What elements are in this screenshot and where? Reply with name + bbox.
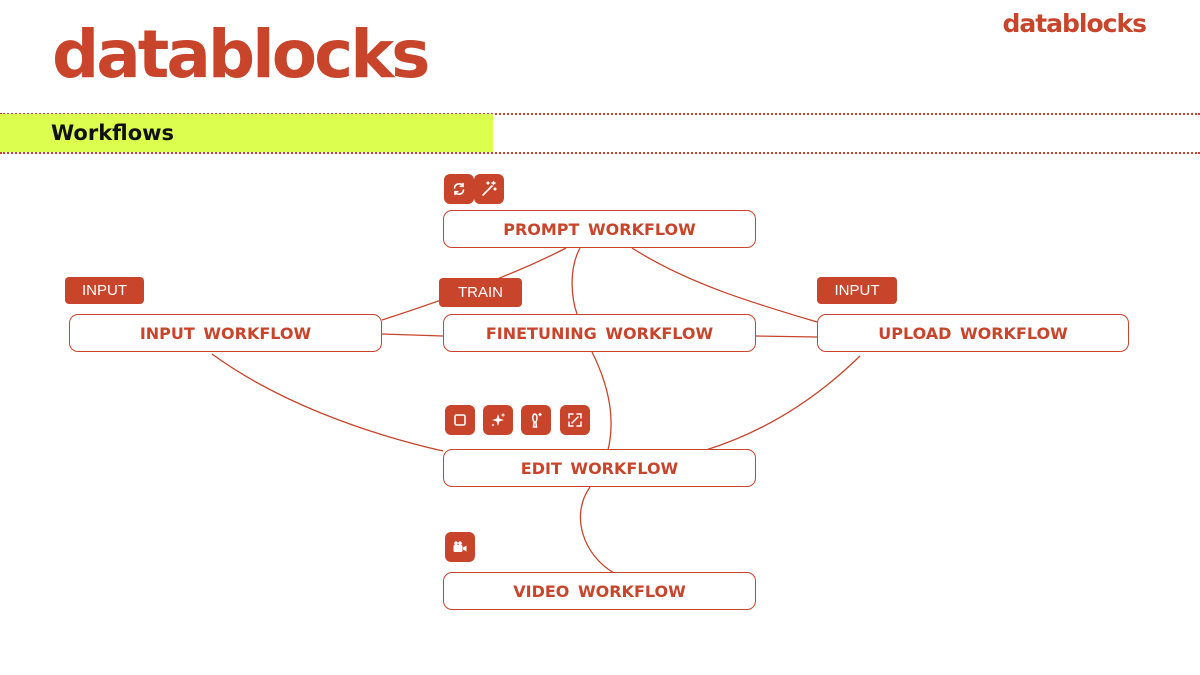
video-workflow-label: VIDEO WORKFLOW [513,581,686,601]
edge-input-edit [211,353,444,452]
input-tag-right: INPUT [817,277,897,304]
prompt-workflow-node[interactable]: PROMPT WORKFLOW [443,210,756,248]
edge-prompt-upload [631,247,818,323]
edge-finetuning-edit [591,351,612,451]
edit-workflow-label: EDIT WORKFLOW [520,458,679,478]
prompt-workflow-label: PROMPT WORKFLOW [503,219,696,239]
sparkles-icon[interactable] [483,405,513,435]
section-title: Workflows [51,121,175,145]
edge-finetuning-upload [755,335,818,338]
edit-workflow-node[interactable]: EDIT WORKFLOW [443,449,756,487]
input-workflow-node[interactable]: INPUT WORKFLOW [69,314,382,352]
input-tag-left: INPUT [65,277,144,304]
logo-small: datablocks [1002,9,1147,38]
section-banner [0,114,493,152]
video-workflow-node[interactable]: VIDEO WORKFLOW [443,572,756,610]
expand-icon[interactable] [560,405,590,435]
upload-workflow-label: UPLOAD WORKFLOW [878,323,1068,343]
dotted-divider-top [0,113,1200,115]
edge-input-finetuning [381,333,444,337]
magic-wand-icon[interactable] [474,174,504,204]
edge-prompt-finetuning [571,247,581,315]
edge-edit-video [579,486,615,574]
refresh-icon[interactable] [444,174,474,204]
finetuning-workflow-node[interactable]: FINETUNING WORKFLOW [443,314,756,352]
logo-large: datablocks [52,16,430,93]
finetuning-workflow-label: FINETUNING WORKFLOW [485,323,714,343]
video-camera-icon[interactable] [445,532,475,562]
brush-icon[interactable] [521,405,551,435]
upload-workflow-node[interactable]: UPLOAD WORKFLOW [817,314,1129,352]
dotted-divider-bottom [0,152,1200,154]
edge-upload-edit [705,355,861,451]
train-tag: TRAIN [439,278,522,307]
square-icon[interactable] [445,405,475,435]
input-workflow-label: INPUT WORKFLOW [139,323,312,343]
